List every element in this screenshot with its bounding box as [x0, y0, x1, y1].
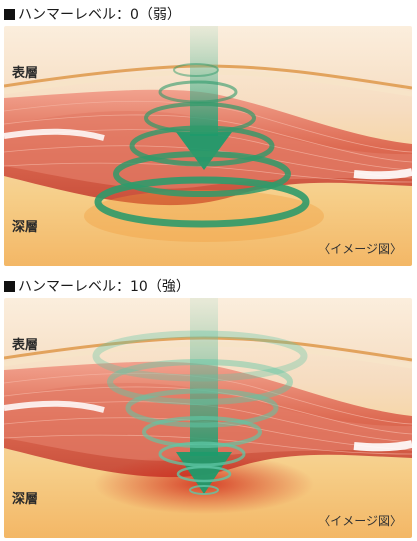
surface-layer-label: 表層 — [12, 338, 39, 353]
black-square-icon — [4, 8, 15, 20]
diagram-panel-strong: 表層 深層 〈イメージ図〉 — [4, 298, 412, 538]
strong-illustration — [4, 298, 412, 538]
hammer-level-0-section: ハンマーレベル：0（弱） — [4, 3, 412, 266]
diagram-panel-weak: 表層 深層 〈イメージ図〉 — [4, 26, 412, 266]
hammer-level-10-section: ハンマーレベル：10（強） — [0, 272, 417, 541]
panel-title: ハンマーレベル：10（強） — [18, 279, 190, 295]
black-square-icon — [4, 280, 15, 292]
image-caption: 〈イメージ図〉 — [318, 242, 402, 256]
weak-illustration — [4, 26, 412, 266]
surface-layer-label: 表層 — [12, 66, 39, 81]
image-caption: 〈イメージ図〉 — [318, 514, 402, 528]
panel-title: ハンマーレベル：0（弱） — [18, 7, 181, 23]
deep-layer-label: 深層 — [12, 492, 39, 507]
panel-heading: ハンマーレベル：10（強） — [4, 275, 190, 297]
panel-heading: ハンマーレベル：0（弱） — [4, 3, 181, 25]
deep-layer-label: 深層 — [12, 220, 39, 235]
